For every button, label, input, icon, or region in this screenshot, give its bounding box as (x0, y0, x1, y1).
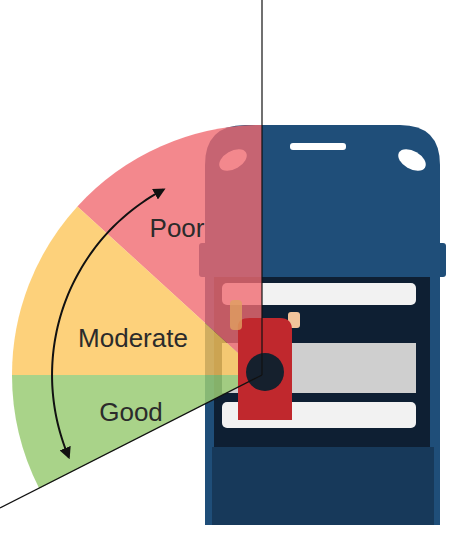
rating-label: Good (99, 399, 163, 425)
driver-hand (288, 312, 300, 328)
rating-sector: Moderate (12, 206, 262, 375)
bus-rear (212, 447, 434, 525)
cabin-bar (222, 402, 416, 428)
roof-marker (290, 143, 346, 150)
headlight (395, 145, 430, 176)
sector-fill (12, 206, 262, 375)
driver-body (238, 318, 292, 420)
rating-sector: Good (12, 375, 262, 489)
driver-head (246, 353, 284, 391)
sector-fill (12, 375, 262, 488)
driver-arm (230, 300, 242, 330)
scale-arrow (52, 190, 163, 457)
reference-line (261, 0, 262, 375)
sector-shape (12, 375, 262, 489)
rating-label: Moderate (78, 325, 188, 351)
rating-label: Poor (150, 215, 205, 241)
reference-line (0, 375, 262, 508)
